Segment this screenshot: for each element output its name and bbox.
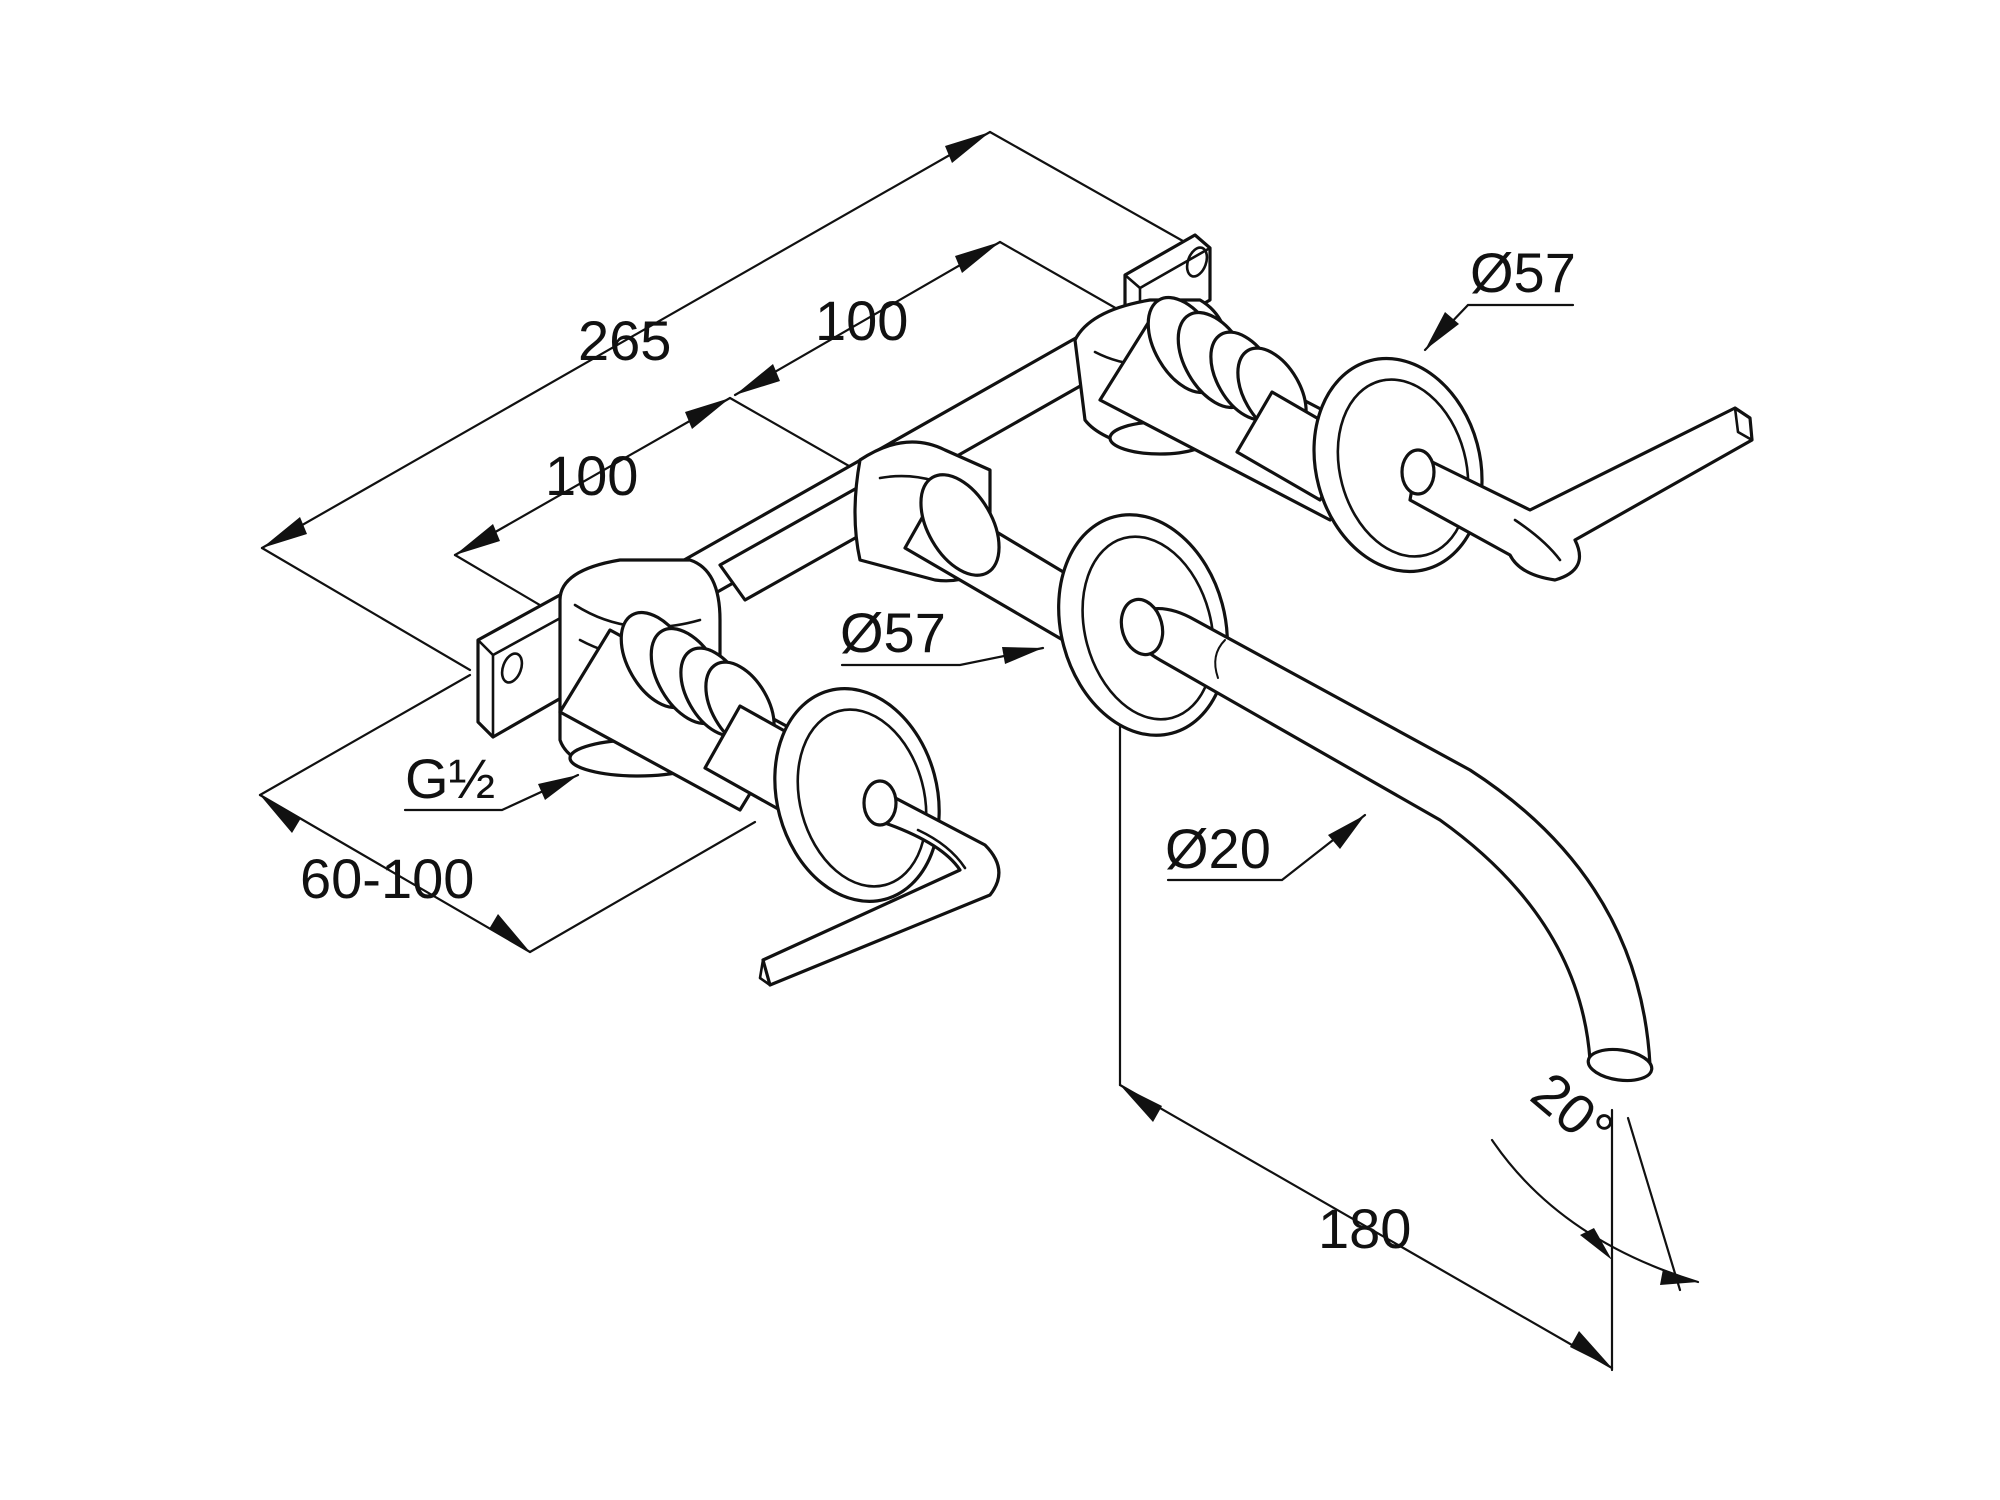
dim-line-100-left [453,396,732,557]
arrow-265-right [945,132,990,163]
left-lever [758,779,1001,987]
arrow-100-left-a [455,524,500,555]
angle-arc [1490,1138,1700,1284]
faucet-body [476,233,1754,1083]
spout [1119,597,1654,1083]
dim-line-depth-a [258,793,532,954]
ext-line-depth-a [258,673,472,797]
label-left-spacing: 100 [545,444,638,507]
arrow-leader-rosette-left [1002,647,1043,664]
label-right-spacing: 100 [815,289,908,352]
arrow-100-left-b [685,398,730,429]
right-lever [1400,406,1754,582]
ext-line-100-mid [728,396,872,480]
right-valve-stem [1098,295,1382,522]
label-overall-width: 265 [578,309,671,372]
arrow-100-right-b [955,242,1000,273]
arrow-100-right-a [735,364,780,395]
arrow-265-left [262,517,307,548]
dim-line-100-right [733,240,1002,397]
dim-line-180 [1118,1083,1614,1370]
label-thread: G½ [405,747,495,810]
ext-line-265-right [988,130,1192,247]
arrow-leader-rosette-right [1425,312,1459,350]
arrow-leader-spout [1328,815,1365,849]
label-rosette-right: Ø57 [1470,241,1576,304]
label-wall-depth: 60-100 [300,847,474,910]
ext-line-265-left [260,546,472,672]
label-rosette-left: Ø57 [840,601,946,664]
right-rosette [1312,356,1484,574]
angle-ref-line [1626,1116,1682,1292]
label-spout-diameter: Ø20 [1165,817,1271,880]
arrow-angle-b [1660,1269,1698,1285]
arrow-depth-a [260,795,301,833]
dimension-lines [258,130,1700,1372]
arrow-depth-b [489,914,530,952]
dim-line-265 [260,130,992,550]
arrow-180-b [1570,1331,1612,1368]
arrow-leader-thread [538,775,578,800]
left-rosette [773,687,941,903]
arrow-180-a [1120,1085,1162,1122]
label-spout-projection: 180 [1318,1197,1411,1260]
dimension-labels: 265 100 100 Ø57 Ø57 G½ 60-100 Ø20 180 20… [300,241,1625,1260]
arrow-angle-a [1580,1228,1612,1260]
ext-line-depth-b [528,820,757,954]
